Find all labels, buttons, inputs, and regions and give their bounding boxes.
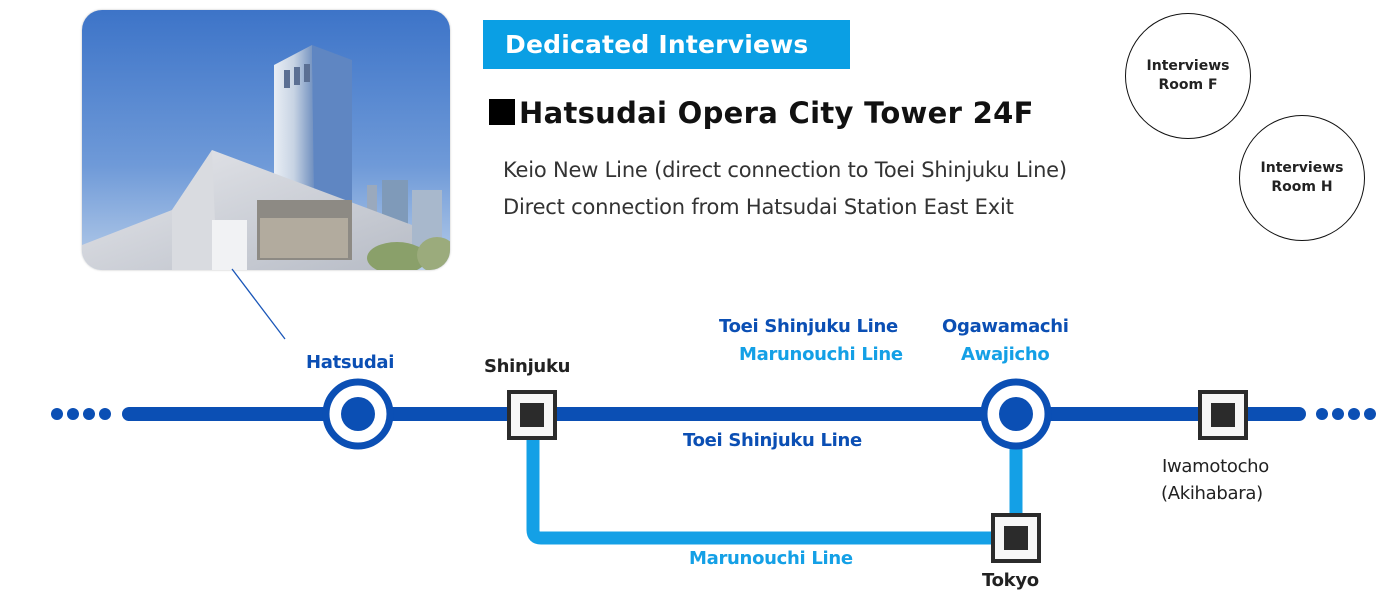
room-h-marker: Interviews Room H (1239, 115, 1365, 241)
continuation-dot (1364, 408, 1376, 420)
room-h-line2: Room H (1271, 179, 1333, 195)
branch-line-label: Marunouchi Line (689, 548, 853, 569)
station-shinjuku-label: Shinjuku (484, 356, 571, 377)
square-bullet-icon (489, 99, 515, 125)
station-hatsudai-marker[interactable] (322, 378, 394, 450)
station-hatsudai-label: Hatsudai (306, 352, 395, 373)
venue-title-text: Hatsudai Opera City Tower 24F (519, 96, 1034, 130)
continuation-dot (1348, 408, 1360, 420)
room-f-line1: Interviews (1146, 58, 1230, 74)
continuation-dot (83, 408, 95, 420)
station-shinjuku-marker[interactable] (507, 390, 557, 440)
left-continuation-dots (51, 408, 111, 420)
continuation-dot (1316, 408, 1328, 420)
station-tokyo-marker[interactable] (991, 513, 1041, 563)
continuation-dot (51, 408, 63, 420)
station-awajicho-label: Awajicho (961, 344, 1050, 365)
main-line-label: Toei Shinjuku Line (683, 430, 862, 451)
station-akihabara-label: (Akihabara) (1161, 483, 1263, 504)
station-ogawamachi-label: Ogawamachi (942, 316, 1069, 337)
room-f-line2: Room F (1158, 77, 1218, 93)
photo-leader-line (231, 268, 286, 340)
room-h-line1: Interviews (1260, 160, 1344, 176)
dedicated-interviews-badge: Dedicated Interviews (483, 20, 850, 69)
right-continuation-dots (1316, 408, 1376, 420)
station-tokyo-label: Tokyo (982, 570, 1039, 591)
marunouchi-line-branch (526, 439, 992, 545)
access-line-2: Direct connection from Hatsudai Station … (503, 195, 1014, 219)
continuation-dot (1332, 408, 1344, 420)
access-line-1: Keio New Line (direct connection to Toei… (503, 158, 1067, 182)
station-iwamotocho-label: Iwamotocho (1162, 456, 1269, 477)
continuation-dot (99, 408, 111, 420)
ogawamachi-marunouchi-line-label: Marunouchi Line (739, 344, 903, 365)
building-photo (82, 10, 450, 270)
room-f-marker: Interviews Room F (1125, 13, 1251, 139)
station-iwamotocho-marker[interactable] (1198, 390, 1248, 440)
venue-title: Hatsudai Opera City Tower 24F (489, 96, 1034, 130)
ogawamachi-toei-line-label: Toei Shinjuku Line (719, 316, 898, 337)
station-ogawamachi-marker[interactable] (980, 378, 1052, 450)
building-photo-image (82, 10, 450, 270)
continuation-dot (67, 408, 79, 420)
